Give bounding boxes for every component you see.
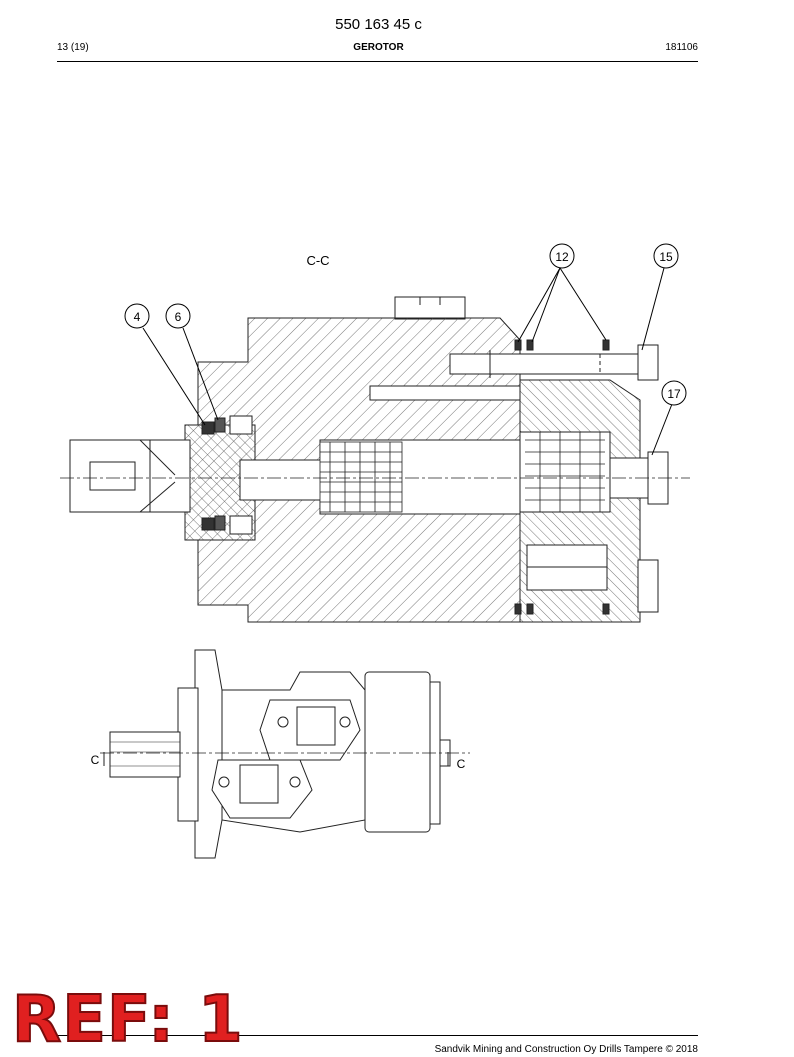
svg-text:4: 4 [134, 310, 141, 324]
section-view [60, 296, 690, 623]
svg-text:15: 15 [659, 250, 673, 264]
date-code: 181106 [665, 42, 698, 53]
section-mark-left: C [91, 753, 100, 767]
leader-lines [142, 267, 673, 456]
footer-rule [57, 1035, 698, 1036]
callout-12: 12 [549, 243, 575, 269]
document-title: GEROTOR [353, 42, 404, 53]
section-mark-right: C [457, 757, 466, 771]
callout-17: 17 [661, 380, 687, 406]
section-label: C-C [306, 253, 329, 268]
callout-4: 4 [124, 303, 150, 329]
ref-stamp: REF: 1 [11, 983, 244, 1057]
header-rule [57, 61, 698, 62]
svg-text:12: 12 [555, 250, 569, 264]
page-number: 13 (19) [57, 42, 89, 53]
svg-text:17: 17 [667, 387, 681, 401]
callout-15: 15 [653, 243, 679, 269]
document-number: 550 163 45 c [335, 16, 422, 33]
side-view [100, 649, 470, 859]
svg-text:6: 6 [175, 310, 182, 324]
callout-6: 6 [165, 303, 191, 329]
footer-copyright: Sandvik Mining and Construction Oy Drill… [434, 1044, 698, 1055]
